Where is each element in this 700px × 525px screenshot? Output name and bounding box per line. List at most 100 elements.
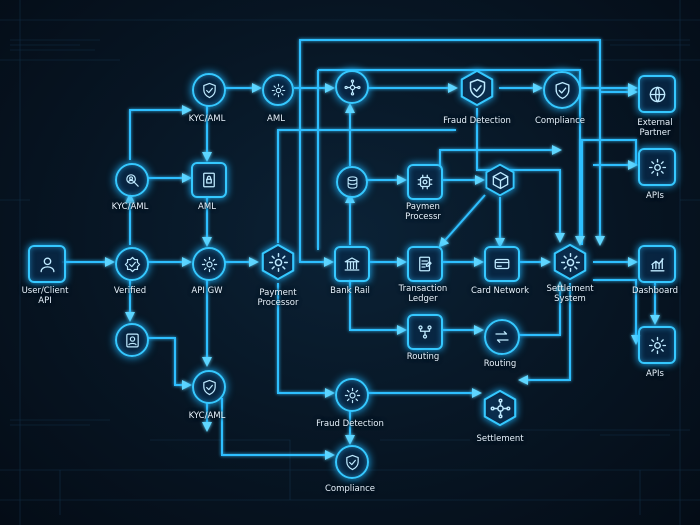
hub-top-shape [335, 70, 369, 104]
compliance-bottom-label: Compliance [324, 484, 376, 494]
card-network-shape [484, 246, 520, 282]
aml-mid-label: AML [198, 202, 216, 212]
kyc-aml-left-label: KYC/AML [111, 202, 149, 212]
connector-28 [581, 87, 638, 245]
api-gw-shape [192, 247, 226, 281]
routing-a-label: Routing [406, 352, 440, 362]
shield-check-icon [344, 454, 361, 471]
transaction-ledger-shape [407, 246, 443, 282]
routing-a-shape [407, 314, 443, 350]
api-gw-label: API GW [191, 286, 223, 296]
shield-check-icon [553, 81, 572, 100]
bank-icon [343, 255, 361, 273]
gear-chip-icon [416, 173, 434, 191]
connectors [62, 39, 660, 460]
database-icon [345, 175, 360, 190]
dashboard-shape [638, 245, 676, 283]
kyc-aml-top-shape [192, 73, 226, 107]
gear-icon [344, 387, 361, 404]
gear-icon [648, 158, 667, 177]
connector-27 [277, 108, 560, 243]
user-icon [38, 255, 57, 274]
verified-shape [115, 247, 149, 281]
shield-check-icon [467, 78, 488, 99]
id-check-shape [115, 323, 149, 357]
connector-42 [439, 145, 562, 170]
external-partner-shape [638, 75, 676, 113]
verified-label: Verified [113, 286, 147, 296]
connector-34 [518, 281, 565, 336]
kyc-aml-left-shape [115, 163, 149, 197]
routing-b-shape [484, 319, 520, 355]
aml-top-label: AML [267, 114, 285, 124]
cube-shape [483, 163, 517, 197]
database-shape [336, 166, 368, 198]
lock-doc-icon [200, 171, 218, 189]
connector-41 [317, 69, 580, 250]
connector-9 [129, 105, 192, 160]
routing-b-label: Routing [483, 359, 517, 369]
payment-processor-shape [259, 243, 297, 281]
fraud-bottom-label: Fraud Detection [316, 419, 384, 429]
network-hub-icon [343, 78, 361, 96]
compliance-bottom-shape [335, 445, 369, 479]
gear-icon [268, 252, 289, 273]
connector-30 [518, 283, 571, 385]
compliance-top-shape [543, 71, 581, 109]
gear-icon [271, 83, 286, 98]
connector-26 [438, 194, 486, 248]
verify-icon [124, 256, 141, 273]
aml-mid-shape [191, 162, 227, 198]
shield-check-icon [201, 379, 218, 396]
kyc-aml-top-label: KYC/AML [188, 114, 226, 124]
ledger-icon [416, 255, 434, 273]
kyc-aml-bottom-shape [192, 370, 226, 404]
swap-arrows-icon [493, 328, 511, 346]
settlement-label: Settlement [476, 434, 524, 444]
gear-icon [560, 252, 581, 273]
settlement-system-shape [551, 243, 589, 281]
id-card-icon [124, 332, 141, 349]
apis-bottom-shape [638, 326, 676, 364]
gear-icon [648, 336, 667, 355]
globe-icon [648, 85, 667, 104]
bank-rail-shape [334, 246, 370, 282]
apis-top-shape [638, 148, 676, 186]
bar-chart-icon [648, 255, 667, 274]
kyc-aml-bottom-label: KYC/AML [188, 411, 226, 421]
dashboard-label: Dashboard [631, 286, 679, 296]
apis-top-label: APIs [646, 191, 664, 201]
fraud-top-shape [458, 69, 496, 107]
connector-20 [147, 337, 192, 390]
user-client-shape [28, 245, 66, 283]
connector-31 [593, 279, 641, 345]
compliance-top-label: Compliance [534, 116, 586, 126]
payment-processor-top-shape [407, 164, 443, 200]
apis-bottom-label: APIs [646, 369, 664, 379]
fraud-top-label: Fraud Detection [443, 116, 511, 126]
bank-rail-label: Bank Rail [330, 286, 370, 296]
connector-38 [221, 398, 335, 460]
card-icon [493, 255, 511, 273]
connector-32 [349, 279, 407, 335]
routing-icon [416, 323, 434, 341]
gear-icon [201, 256, 218, 273]
connector-40 [299, 39, 605, 262]
aml-top-shape [262, 74, 294, 106]
fraud-bottom-shape [335, 378, 369, 412]
shield-check-icon [201, 82, 218, 99]
settlement-shape [481, 389, 519, 427]
network-hub-icon [490, 398, 511, 419]
cube-icon [491, 171, 510, 190]
connector-35 [277, 283, 335, 398]
search-person-icon [124, 172, 141, 189]
